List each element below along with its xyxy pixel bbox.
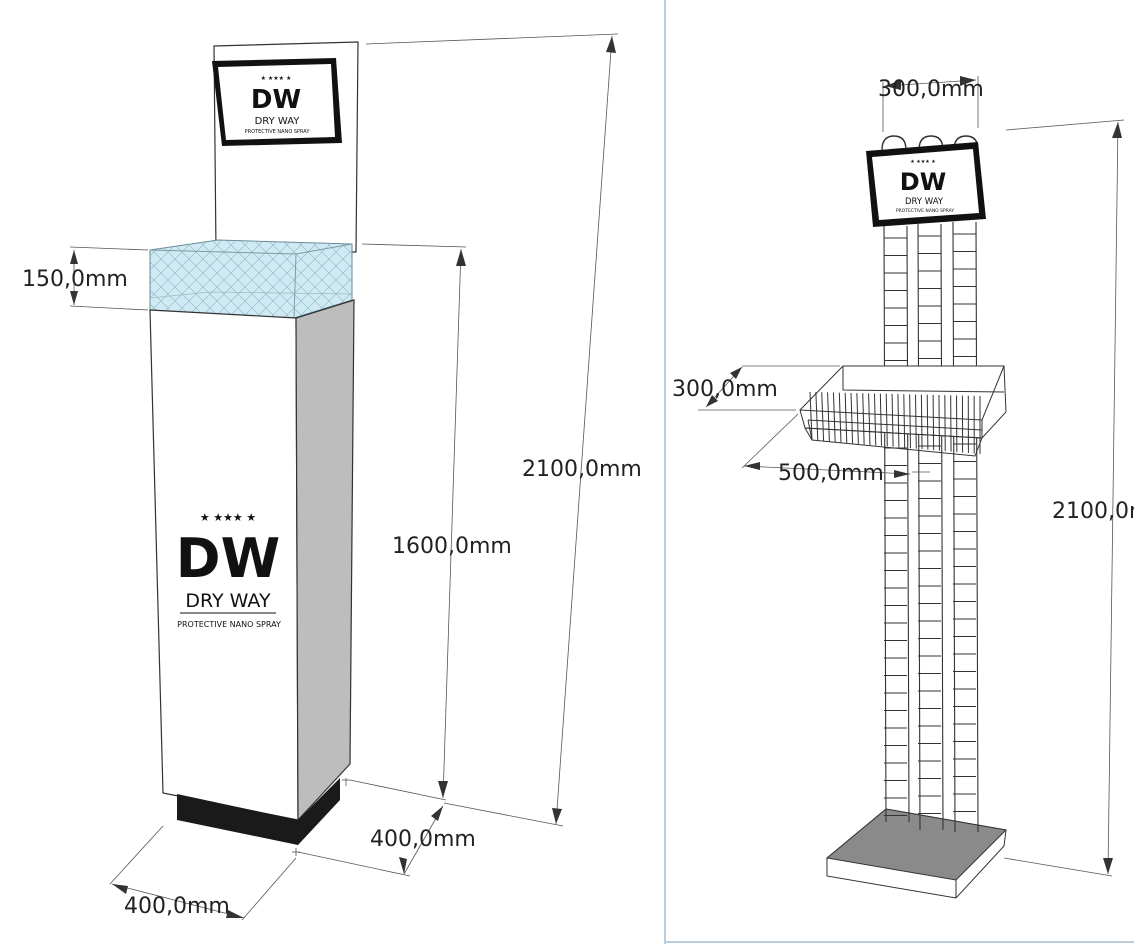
cabinet-side	[295, 299, 355, 822]
wire-basket	[799, 365, 1007, 457]
ladder-columns	[883, 221, 979, 833]
dim-rack-overall-height	[1003, 119, 1125, 877]
header-tagline: PROTECTIVE NANO SPRAY	[245, 129, 311, 135]
basket-wire	[891, 393, 894, 447]
wire-rack-stand: ★ ★★★ ★ DW DRY WAY PROTECTIVE NANO SPRAY…	[672, 76, 1134, 899]
rack-header-stars: ★ ★★★ ★	[910, 159, 936, 165]
basket-wire	[868, 393, 871, 445]
dim-overall-height	[365, 33, 619, 827]
header-monogram: DW	[251, 85, 301, 115]
basket-wire	[915, 394, 917, 449]
cabinet-plinth	[177, 778, 340, 845]
dim-basket-height-label: 300,0mm	[672, 377, 778, 402]
dim-basket-depth	[741, 413, 930, 478]
dim-basket-height	[698, 365, 840, 411]
ladder-rail	[975, 221, 979, 833]
dim-body-height-label: 1600,0mm	[392, 534, 512, 559]
ladder-rail	[940, 223, 944, 831]
dim-top-width-label: 300,0mm	[878, 77, 984, 102]
basket-wire	[873, 393, 877, 446]
glass-tray	[149, 239, 353, 319]
dim-rack-overall-height-label: 2100,0mm	[1052, 499, 1134, 524]
ladder-rail	[917, 223, 921, 831]
basket-wire	[827, 392, 830, 442]
rack-header-monogram: DW	[900, 168, 946, 196]
basket-wire	[850, 392, 854, 444]
basket-wire	[809, 391, 813, 441]
rack-header-sign: ★ ★★★ ★ DW DRY WAY PROTECTIVE NANO SPRAY	[866, 142, 986, 227]
basket-wire	[909, 394, 911, 449]
body-monogram: DW	[176, 527, 280, 590]
ladder-rail	[906, 225, 910, 823]
basket-wire	[897, 394, 900, 448]
header-stars: ★ ★★★ ★	[261, 75, 292, 82]
dim-basket-depth-label: 500,0mm	[778, 461, 884, 486]
rack-header-brand-name: DRY WAY	[905, 197, 944, 207]
rack-header-tagline: PROTECTIVE NANO SPRAY	[896, 208, 955, 214]
header-sign: ★ ★★★ ★ DW DRY WAY PROTECTIVE NANO SPRAY	[212, 58, 342, 146]
body-logo: ★ ★★★ ★ DW DRY WAY PROTECTIVE NANO SPRAY	[176, 511, 281, 629]
dim-body-height	[349, 243, 467, 801]
basket-wire	[903, 394, 906, 448]
dim-depth	[292, 778, 444, 877]
basket-wire	[926, 394, 929, 450]
basket-wire	[932, 394, 935, 451]
body-stars: ★ ★★★ ★	[200, 511, 256, 524]
header-brand-name: DRY WAY	[255, 116, 301, 127]
body-tagline: PROTECTIVE NANO SPRAY	[177, 620, 281, 629]
dim-depth-label: 400,0mm	[370, 827, 476, 852]
ladder-rail	[952, 221, 956, 833]
dim-width-label: 400,0mm	[124, 894, 230, 919]
basket-wire	[821, 392, 825, 441]
ladder-rail	[883, 225, 887, 823]
dim-width	[109, 825, 297, 921]
basket-wire	[832, 392, 836, 442]
basket-wire	[856, 393, 859, 444]
dim-tray-height	[69, 246, 149, 311]
body-brand-name: DRY WAY	[185, 590, 271, 612]
basket-wire	[815, 392, 819, 441]
cabinet-display: ★ ★★★ ★ DW DRY WAY PROTECTIVE NANO SPRAY…	[22, 33, 642, 921]
basket-wire	[838, 392, 842, 443]
basket-wire	[920, 394, 923, 450]
basket-wire	[844, 392, 848, 443]
basket-wire	[879, 393, 883, 446]
basket-wire	[862, 393, 865, 445]
dim-top-width	[882, 76, 979, 132]
basket-wire	[885, 393, 888, 447]
dim-tray-height-label: 150,0mm	[22, 267, 128, 292]
dim-overall-height-label: 2100,0mm	[522, 457, 642, 482]
